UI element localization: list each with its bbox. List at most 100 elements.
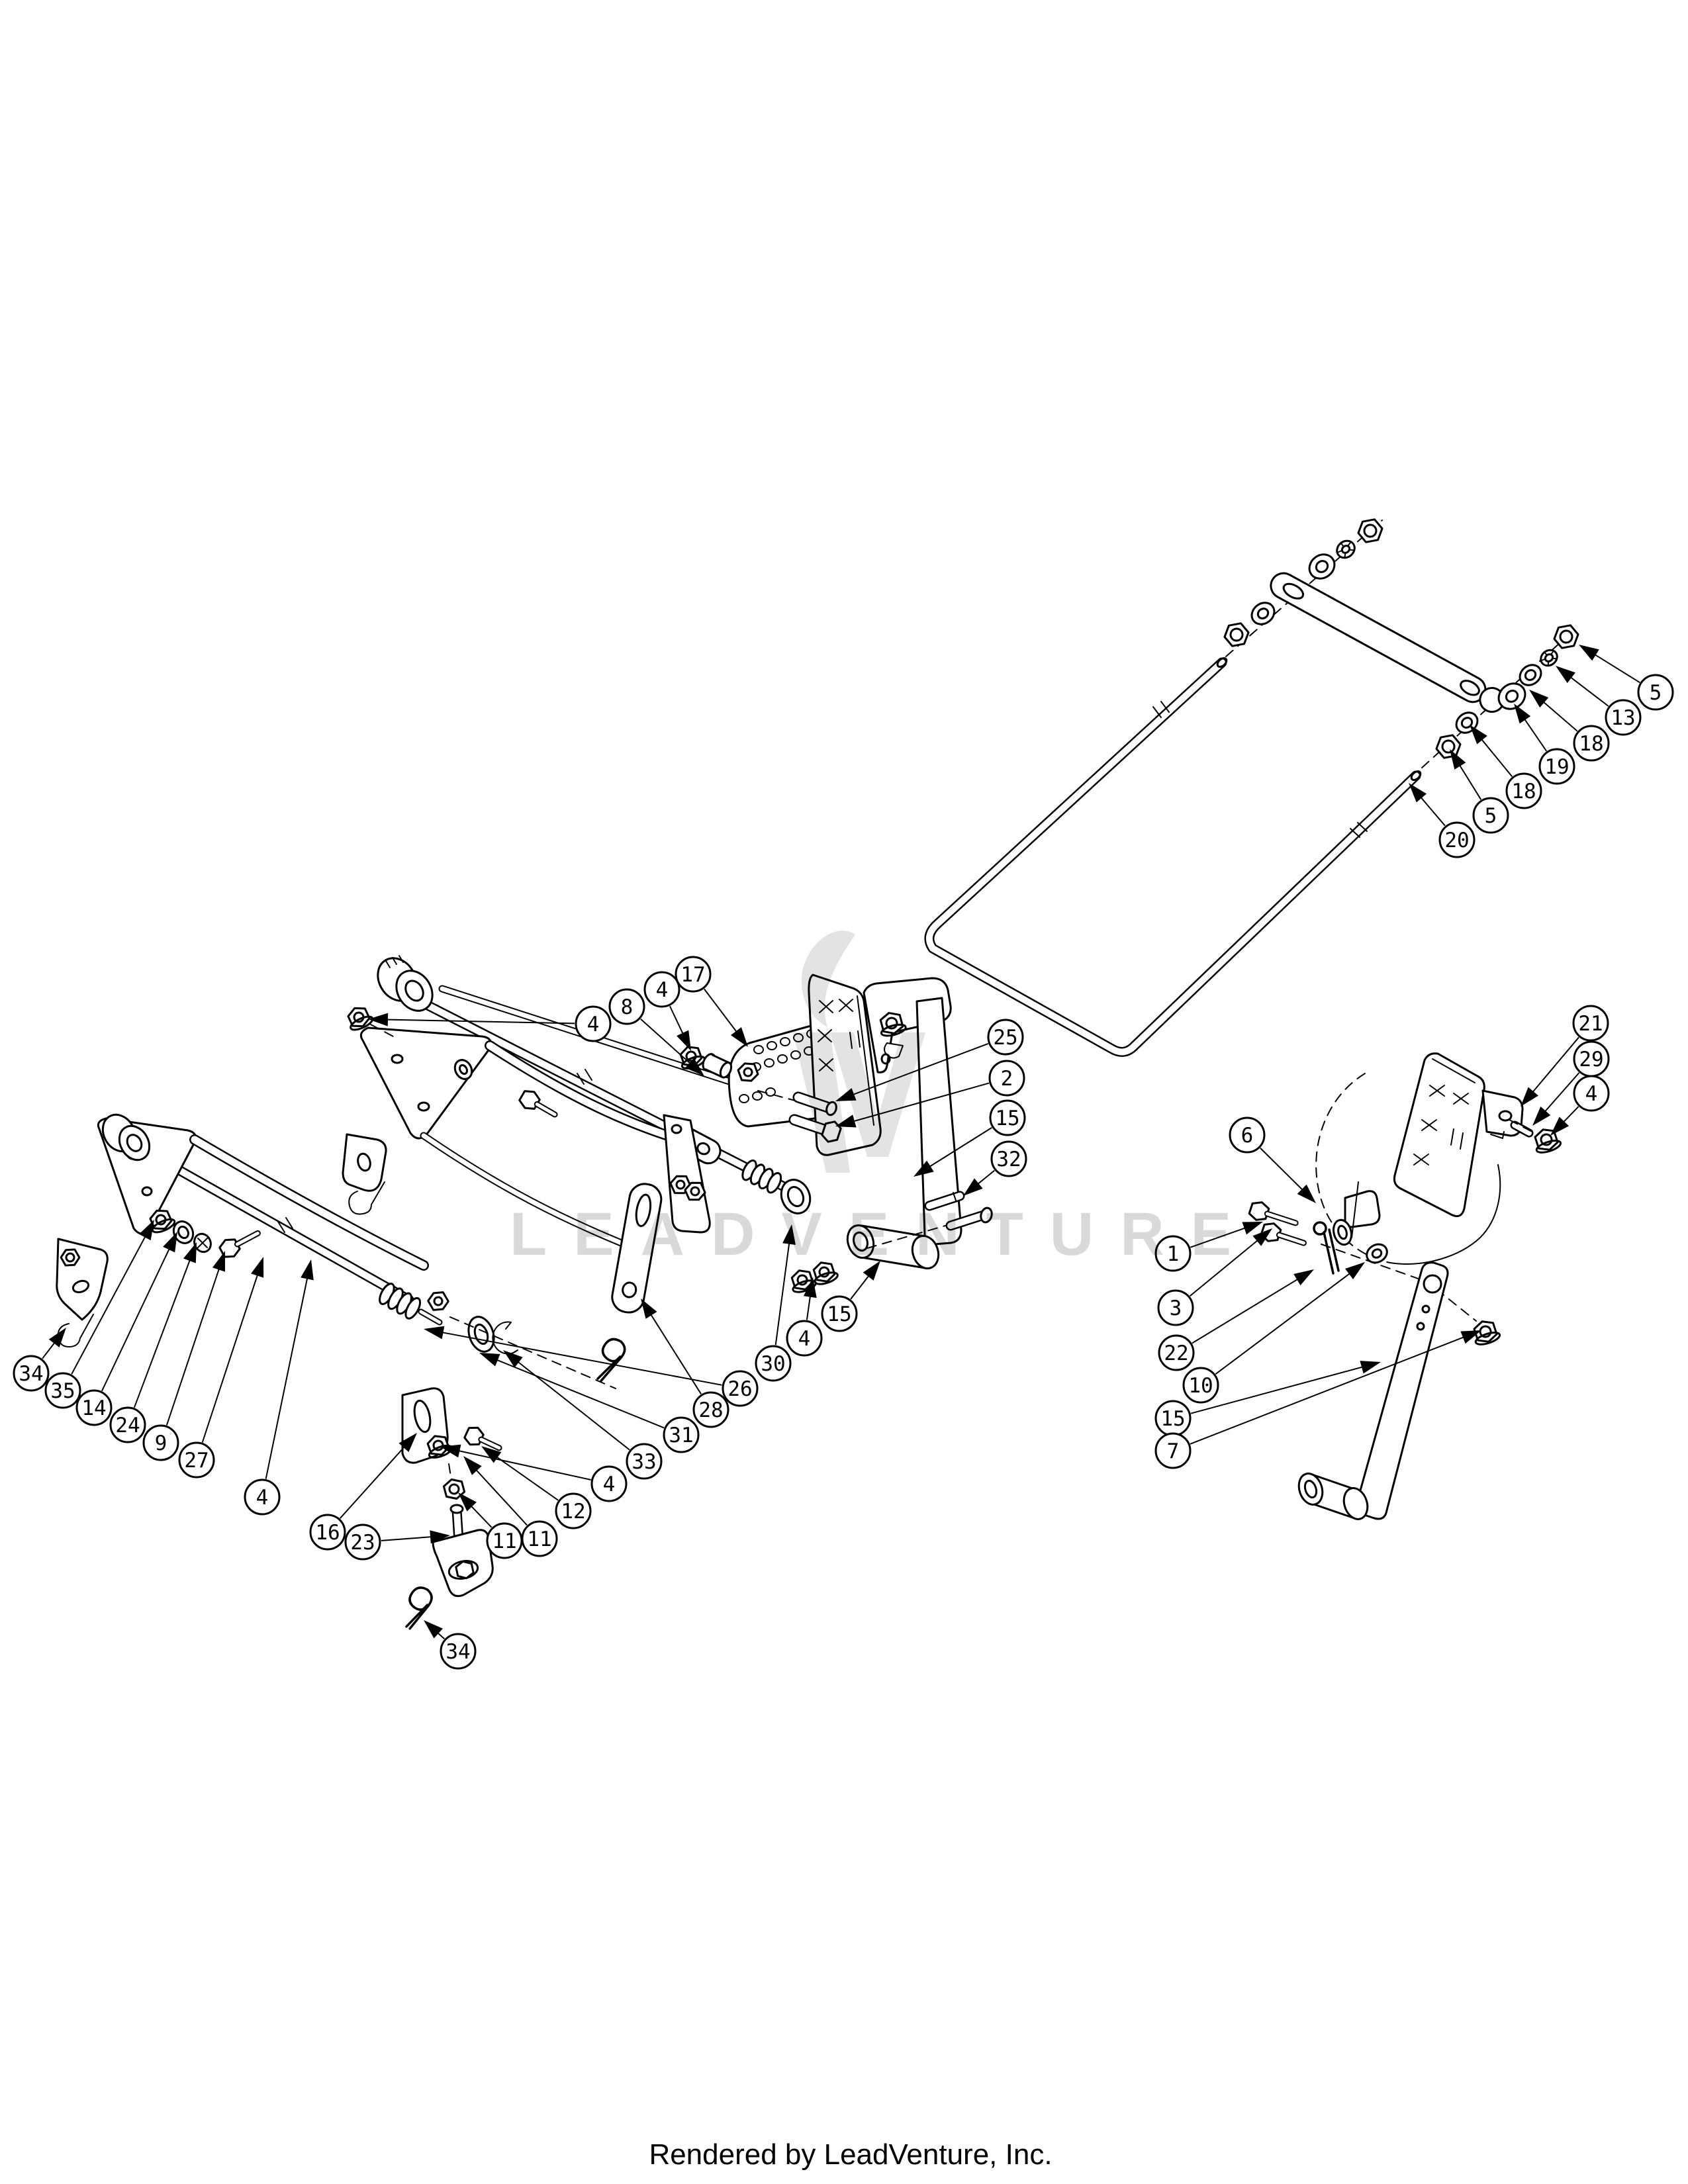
callout-balloon-4-21[interactable]: 4 xyxy=(244,1479,281,1516)
callout-balloon-6-39[interactable]: 6 xyxy=(1229,1116,1266,1154)
callout-balloon-1-40[interactable]: 1 xyxy=(1154,1235,1192,1272)
callout-balloon-15-44[interactable]: 15 xyxy=(1154,1400,1192,1437)
callout-number: 5 xyxy=(1650,681,1662,705)
callout-balloon-34-35[interactable]: 34 xyxy=(440,1633,477,1670)
callout-number: 34 xyxy=(19,1362,43,1386)
callout-balloon-10-43[interactable]: 10 xyxy=(1182,1367,1219,1404)
callout-number: 4 xyxy=(1585,1082,1598,1106)
leader-arrowhead xyxy=(399,1433,417,1452)
callout-balloon-24-18[interactable]: 24 xyxy=(109,1406,146,1443)
leader-line xyxy=(850,1273,872,1300)
callout-balloon-4-27[interactable]: 4 xyxy=(590,1465,628,1502)
leader-line xyxy=(101,1246,171,1392)
leader-line xyxy=(1560,1106,1579,1125)
callout-balloon-23-23[interactable]: 23 xyxy=(344,1524,381,1561)
callout-number: 30 xyxy=(761,1352,785,1376)
callout-number: 31 xyxy=(669,1424,693,1447)
callout-balloon-18-2[interactable]: 18 xyxy=(1573,725,1610,762)
callout-number: 35 xyxy=(50,1379,75,1403)
callout-balloon-4-33[interactable]: 4 xyxy=(786,1320,823,1357)
leader-arrowhead xyxy=(139,1220,154,1241)
callout-balloon-32-14[interactable]: 32 xyxy=(990,1140,1027,1177)
callout-balloon-4-7[interactable]: 4 xyxy=(575,1005,612,1042)
callout-number: 33 xyxy=(632,1450,656,1474)
callout-balloon-18-4[interactable]: 18 xyxy=(1505,772,1542,809)
callout-number: 13 xyxy=(1611,706,1635,730)
callout-number: 4 xyxy=(656,978,669,1002)
callout-number: 11 xyxy=(492,1529,516,1553)
callout-number: 15 xyxy=(995,1107,1019,1130)
callout-balloon-5-0[interactable]: 5 xyxy=(1637,674,1674,711)
leader-line xyxy=(669,1005,685,1037)
leader-arrowhead xyxy=(430,1530,450,1544)
leader-arrowhead xyxy=(1532,1106,1551,1126)
leader-line xyxy=(381,1535,435,1541)
callout-balloon-16-22[interactable]: 16 xyxy=(309,1514,346,1551)
callout-number: 22 xyxy=(1164,1342,1188,1365)
callout-balloon-3-41[interactable]: 3 xyxy=(1157,1289,1194,1326)
leader-line xyxy=(1522,716,1548,752)
leader-arrowhead xyxy=(503,1350,523,1368)
callout-balloon-30-32[interactable]: 30 xyxy=(755,1345,792,1382)
callout-balloon-2-12[interactable]: 2 xyxy=(988,1060,1025,1097)
leader-line xyxy=(1457,762,1482,800)
callout-balloon-15-34[interactable]: 15 xyxy=(821,1295,858,1332)
callout-balloon-9-19[interactable]: 9 xyxy=(142,1424,179,1461)
leader-arrowhead xyxy=(1470,725,1487,745)
callout-balloon-21-36[interactable]: 21 xyxy=(1572,1005,1609,1042)
leader-line xyxy=(704,988,739,1035)
callout-number: 4 xyxy=(798,1327,811,1351)
callout-balloon-22-42[interactable]: 22 xyxy=(1158,1334,1195,1371)
leader-arrowhead xyxy=(1293,1269,1314,1286)
callout-balloon-28-30[interactable]: 28 xyxy=(692,1391,729,1428)
footer-text: Rendered by LeadVenture, Inc. xyxy=(649,2138,1052,2171)
callout-balloon-27-20[interactable]: 27 xyxy=(178,1441,215,1479)
callout-balloon-17-10[interactable]: 17 xyxy=(675,956,712,993)
callout-balloon-33-28[interactable]: 33 xyxy=(626,1443,663,1480)
watermark-text: LEADVENTURE xyxy=(510,1201,1258,1268)
leader-arrowhead xyxy=(863,1261,880,1281)
callout-balloon-4-38[interactable]: 4 xyxy=(1573,1075,1610,1112)
leader-line xyxy=(1190,1365,1366,1414)
callout-balloon-12-26[interactable]: 12 xyxy=(555,1492,592,1529)
callout-number: 8 xyxy=(621,995,633,1019)
callout-number: 15 xyxy=(1160,1407,1185,1431)
leader-arrowhead xyxy=(1579,645,1599,661)
watermark: LEADVENTURE xyxy=(510,931,1258,1268)
callout-number: 9 xyxy=(155,1432,167,1455)
callout-balloon-29-37[interactable]: 29 xyxy=(1573,1040,1610,1077)
leader-arrowhead xyxy=(1521,1087,1538,1107)
callout-balloon-15-13[interactable]: 15 xyxy=(989,1099,1026,1136)
leader-arrowhead xyxy=(1460,1330,1481,1344)
callout-balloon-13-1[interactable]: 13 xyxy=(1605,699,1642,736)
leader-line xyxy=(1479,736,1513,777)
callout-balloon-11-25[interactable]: 11 xyxy=(521,1520,558,1557)
callout-balloon-5-5[interactable]: 5 xyxy=(1472,797,1509,834)
leader-arrowhead xyxy=(730,1027,748,1047)
leader-arrowhead xyxy=(424,1326,445,1340)
callout-balloon-34-15[interactable]: 34 xyxy=(13,1355,50,1392)
callout-balloon-14-17[interactable]: 14 xyxy=(75,1389,113,1426)
leader-line xyxy=(1215,1271,1353,1375)
callout-balloon-7-45[interactable]: 7 xyxy=(1154,1432,1192,1469)
u-bar-assembly xyxy=(924,518,1579,1057)
callout-balloon-19-3[interactable]: 19 xyxy=(1538,748,1575,785)
callout-balloon-26-31[interactable]: 26 xyxy=(722,1370,759,1407)
callout-balloon-11-24[interactable]: 11 xyxy=(486,1522,523,1559)
leader-line xyxy=(850,1042,989,1097)
callout-balloon-20-6[interactable]: 20 xyxy=(1438,821,1476,858)
callout-number: 1 xyxy=(1167,1242,1180,1266)
callout-number: 29 xyxy=(1579,1048,1603,1071)
callout-balloon-4-9[interactable]: 4 xyxy=(643,971,680,1008)
leader-line xyxy=(1540,699,1578,732)
callout-balloon-35-16[interactable]: 35 xyxy=(44,1372,81,1409)
callout-number: 4 xyxy=(587,1013,600,1036)
callout-balloon-25-11[interactable]: 25 xyxy=(987,1019,1024,1056)
leader-arrowhead xyxy=(212,1251,225,1272)
callout-balloon-8-8[interactable]: 8 xyxy=(608,988,645,1025)
leader-arrowhead xyxy=(963,1178,983,1196)
callout-balloon-31-29[interactable]: 31 xyxy=(663,1416,700,1453)
leader-arrowhead xyxy=(1409,783,1427,803)
leader-line xyxy=(975,1169,995,1187)
